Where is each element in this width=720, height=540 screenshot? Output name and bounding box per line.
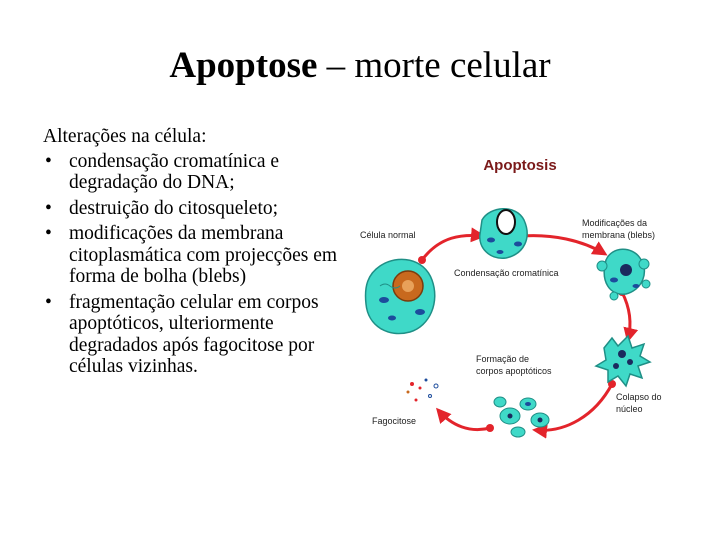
bullet-text: fragmentação celular em corpos apoptótic… <box>69 291 319 378</box>
bullet-item: • modificações da membrana citoplasmática… <box>43 223 343 288</box>
bullet-text: condensação cromatínica e degradação do … <box>69 150 280 194</box>
label-condensation: Condensação cromatínica <box>454 268 559 278</box>
bullet-glyph: • <box>45 291 52 313</box>
title-bold: Apoptose <box>169 45 318 86</box>
cycle-arrow <box>420 227 486 261</box>
label-normal-cell: Célula normal <box>360 230 416 240</box>
bullet-item: • condensação cromatínica e degradação do… <box>43 151 343 194</box>
blebbing-cell-icon <box>596 248 651 301</box>
label-formation-2: corpos apoptóticos <box>476 366 552 376</box>
normal-cell-icon <box>364 258 436 335</box>
diagram-title: Apoptosis <box>483 157 556 174</box>
cycle-arrow <box>436 407 491 432</box>
slide-title: Apoptose – morte celular <box>0 44 720 88</box>
cycle-arrow <box>620 291 639 343</box>
apoptotic-bodies-icon <box>493 396 550 438</box>
bullet-text: destruição do citosqueleto; <box>69 197 279 219</box>
label-membrane-1: Modificações da <box>582 218 647 228</box>
bullet-item: • destruição do citosqueleto; <box>43 198 343 220</box>
bullet-text: modificações da membrana citoplasmática … <box>69 223 338 287</box>
label-collapse-1: Colapso do <box>616 392 662 402</box>
bullet-list: • condensação cromatínica e degradação do… <box>43 151 343 378</box>
text-block: Alterações na célula: • condensação croma… <box>43 126 343 382</box>
apoptosis-diagram: Apoptosis <box>360 157 662 439</box>
label-membrane-2: membrana (blebs) <box>582 230 655 240</box>
label-collapse-2: núcleo <box>616 404 643 414</box>
cycle-arrow <box>521 234 608 256</box>
label-phagocytosis: Fagocitose <box>372 416 416 426</box>
cycle-arrow <box>532 383 614 439</box>
collapse-cell-icon <box>594 334 652 388</box>
arrow-dot <box>486 424 494 432</box>
bullet-glyph: • <box>45 197 52 219</box>
label-formation-1: Formação de <box>476 354 529 364</box>
phagocytosis-debris-icon <box>406 378 439 402</box>
bullet-glyph: • <box>45 150 52 172</box>
condensation-cell-icon <box>479 208 528 259</box>
bullet-item: • fragmentação celular em corpos apoptóti… <box>43 292 343 378</box>
bullet-glyph: • <box>45 223 52 244</box>
intro-text: Alterações na célula: <box>43 126 207 147</box>
title-rest: – morte celular <box>317 45 551 86</box>
arrow-dot <box>608 380 616 388</box>
arrow-dot <box>418 256 426 264</box>
